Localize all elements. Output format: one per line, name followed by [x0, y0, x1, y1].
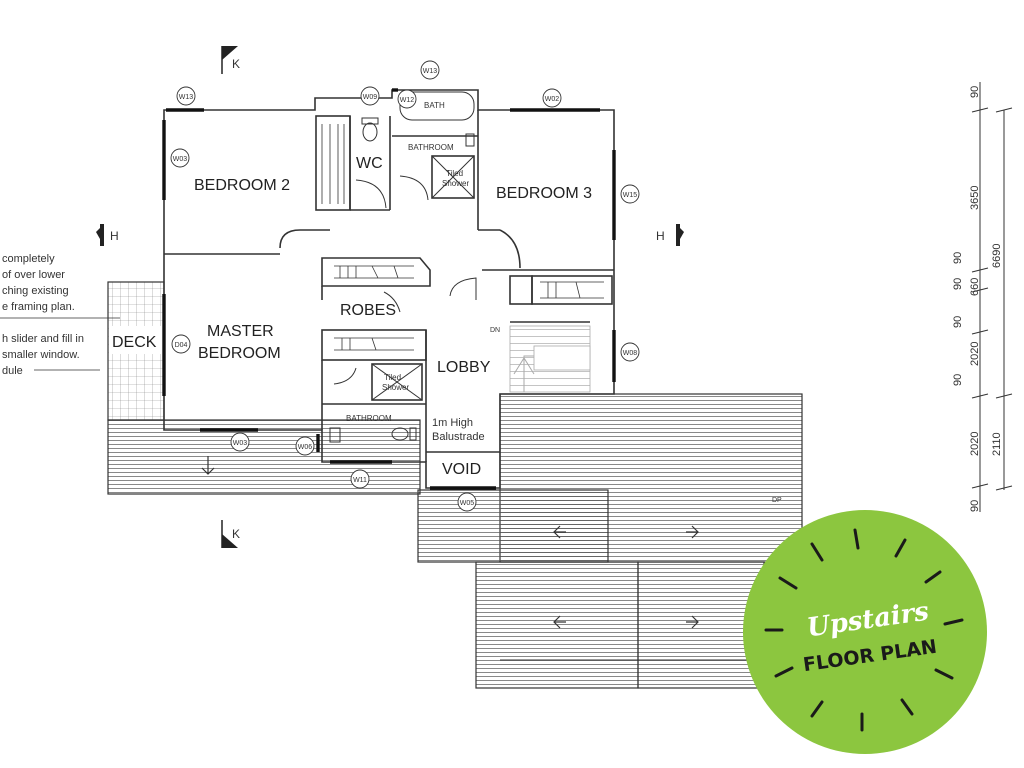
dim-right: 2110	[991, 432, 1003, 456]
dim-right: 6690	[991, 244, 1003, 268]
note-line: dule	[2, 365, 23, 377]
dim-left: 90	[952, 252, 964, 264]
window-tag: W05	[460, 500, 475, 507]
window-tag: W06	[298, 444, 313, 451]
window-tag: D04	[175, 342, 188, 349]
window-tag: W03	[173, 156, 188, 163]
label-master-2: BEDROOM	[198, 345, 281, 362]
label-tiled-shower-upper-1: Tiled	[446, 169, 463, 178]
section-mark-top: K	[232, 57, 240, 71]
window-tag: W03	[233, 440, 248, 447]
label-robes: ROBES	[340, 302, 396, 319]
window-tag: W09	[363, 94, 378, 101]
doors	[333, 175, 477, 385]
dimension-lines: 90 90 90 90 90 90 3650 660 2020 2020 669…	[952, 82, 1013, 512]
label-bedroom-2: BEDROOM 2	[194, 177, 290, 194]
label-tiled-shower-upper-2: Shower	[442, 179, 469, 188]
label-lobby: LOBBY	[437, 359, 491, 376]
note-line: h slider and fill in	[2, 333, 84, 345]
dim-left: 90	[952, 374, 964, 386]
dim-middle: 2020	[969, 342, 981, 366]
label-wc: WC	[356, 155, 383, 172]
dim-left: 90	[969, 500, 981, 512]
upstairs-badge: Upstairs FLOOR PLAN	[743, 510, 987, 754]
label-balustrade-1: 1m High	[432, 417, 473, 429]
dim-left: 90	[952, 278, 964, 290]
room-labels: BEDROOM 2 WC BATH BATHROOM Tiled Shower …	[112, 101, 782, 504]
stairs	[509, 325, 591, 393]
note-line: e framing plan.	[2, 301, 75, 313]
window-tag: W02	[545, 96, 560, 103]
label-dn: DN	[490, 327, 500, 334]
label-bathroom-lower: BATHROOM	[346, 414, 392, 423]
window-tag: W13	[423, 68, 438, 75]
label-master-1: MASTER	[207, 323, 274, 340]
window-tag: W12	[400, 97, 415, 104]
label-tiled-shower-lower-2: Shower	[382, 383, 409, 392]
dim-left: 90	[969, 86, 981, 98]
label-deck: DECK	[112, 334, 157, 351]
note-line: completely	[2, 253, 55, 265]
label-bedroom-3: BEDROOM 3	[496, 185, 592, 202]
label-dp: DP	[772, 497, 782, 504]
window-tags: W13 W09 W13 W12 W02 W03 W15 D04 W08 W03 …	[170, 60, 640, 512]
dim-middle: 660	[969, 278, 981, 296]
label-balustrade-2: Balustrade	[432, 431, 485, 443]
label-tiled-shower-lower-1: Tiled	[384, 373, 401, 382]
label-bathroom-upper: BATHROOM	[408, 143, 454, 152]
section-mark-left: H	[110, 229, 119, 243]
window-tag: W13	[179, 94, 194, 101]
dim-left: 90	[952, 316, 964, 328]
badge-circle	[743, 510, 987, 754]
wardrobe-rails	[321, 124, 604, 351]
section-mark-bottom: K	[232, 527, 240, 541]
fall-arrows	[201, 456, 699, 629]
dim-middle: 2020	[969, 432, 981, 456]
side-notes: completely of over lower ching existing …	[0, 253, 120, 377]
deck-label-bg	[109, 326, 163, 354]
window-openings	[162, 88, 616, 490]
section-mark-right: H	[656, 229, 665, 243]
label-void: VOID	[442, 461, 481, 478]
fixtures	[329, 91, 475, 443]
note-line: of over lower	[2, 269, 65, 281]
dim-middle: 3650	[969, 186, 981, 210]
window-tag: W11	[353, 477, 367, 484]
label-bath: BATH	[424, 101, 445, 110]
window-tag: W08	[623, 350, 638, 357]
note-line: smaller window.	[2, 349, 80, 361]
section-markers: K H H K	[96, 46, 684, 548]
window-tag: W15	[623, 192, 638, 199]
note-line: ching existing	[2, 285, 69, 297]
